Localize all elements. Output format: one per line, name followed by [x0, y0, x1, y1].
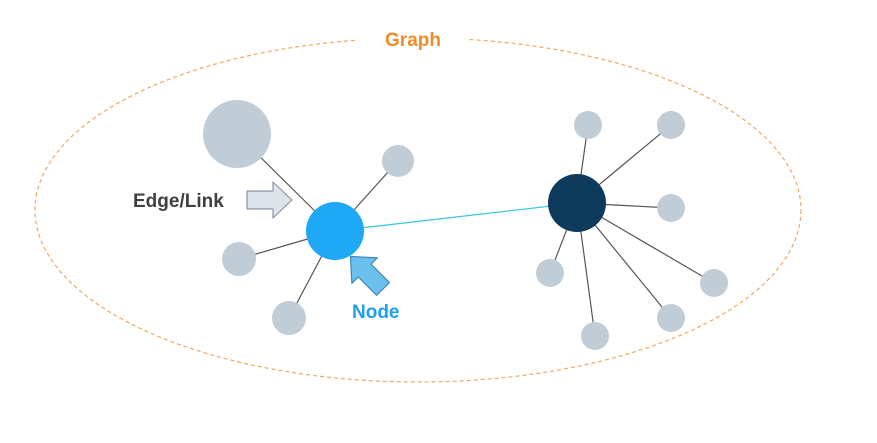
hub-node: [548, 174, 606, 232]
title-background: [356, 24, 468, 52]
node-callout-arrow-icon: [349, 255, 390, 296]
leaf-node-large: [203, 100, 271, 168]
leaf-node: [657, 194, 685, 222]
leaf-node: [536, 259, 564, 287]
leaf-node: [382, 145, 414, 177]
highlighted-node: [306, 202, 364, 260]
edge-callout-arrow-icon: [246, 181, 293, 219]
right-leaf-nodes: [536, 111, 728, 350]
leaf-node: [574, 111, 602, 139]
leaf-node: [700, 269, 728, 297]
graph-title: Graph: [385, 30, 441, 51]
edge-link-label: Edge/Link: [133, 191, 224, 212]
node-label: Node: [352, 302, 400, 323]
link-edge: [334, 202, 578, 232]
leaf-node: [581, 322, 609, 350]
leaf-node: [657, 111, 685, 139]
leaf-node: [222, 242, 256, 276]
left-leaf-nodes: [203, 100, 414, 335]
leaf-node: [657, 304, 685, 332]
leaf-node: [272, 301, 306, 335]
